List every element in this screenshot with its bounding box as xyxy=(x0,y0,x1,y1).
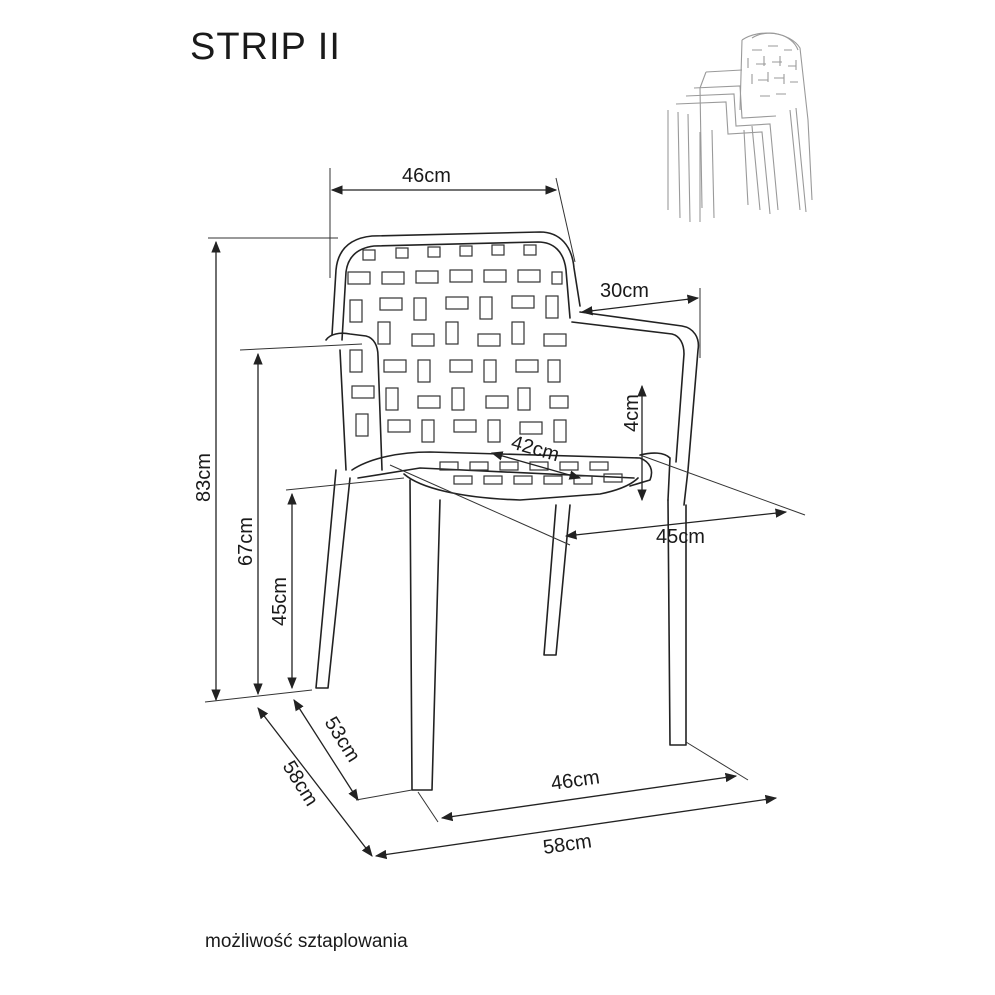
dimension-lines xyxy=(204,168,806,860)
label-total-width: 58cm xyxy=(542,830,593,859)
label-armrest-depth: 30cm xyxy=(600,280,649,302)
product-title: STRIP II xyxy=(190,26,341,68)
stacked-chairs-icon xyxy=(667,32,813,223)
label-total-height: 83cm xyxy=(193,453,215,502)
label-leg-depth: 53cm xyxy=(320,713,365,766)
label-seat-width: 45cm xyxy=(656,526,705,548)
stacking-caption: możliwość sztaplowania xyxy=(205,931,408,952)
dimension-labels: 46cm 30cm 4cm 42cm 45cm 83cm 67cm 45cm 5… xyxy=(193,165,705,859)
label-armrest-height: 67cm xyxy=(235,517,257,566)
label-leg-width: 46cm xyxy=(550,766,601,795)
label-armrest-above-seat: 4cm xyxy=(621,394,643,432)
label-top-width: 46cm xyxy=(402,165,451,187)
label-seat-height: 45cm xyxy=(269,577,291,626)
chair-drawing xyxy=(315,231,700,791)
